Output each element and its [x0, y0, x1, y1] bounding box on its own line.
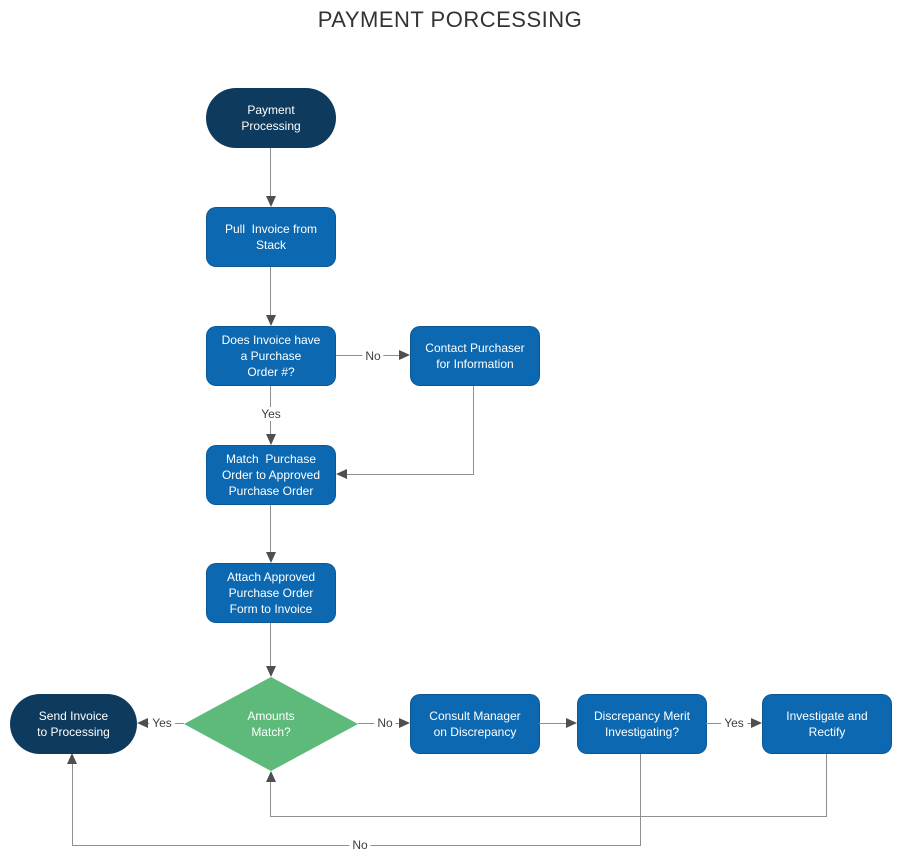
arrowhead-right-icon — [751, 718, 762, 728]
edge-pull-to-haspo — [270, 267, 271, 317]
arrowhead-right-icon — [399, 718, 410, 728]
edge-consult-to-merit — [539, 723, 566, 724]
node-send-invoice-to-processing: Send Invoice to Processing — [10, 694, 137, 754]
node-pull-invoice-from-stack: Pull Invoice from Stack — [206, 207, 336, 267]
arrowhead-down-icon — [266, 196, 276, 207]
node-label: Contact Purchaser for Information — [425, 341, 525, 371]
edge-attach-to-diamond — [270, 623, 271, 668]
node-match-purchase-order: Match Purchase Order to Approved Purchas… — [206, 445, 336, 505]
node-discrepancy-merit-investigating: Discrepancy Merit Investigating? — [577, 694, 707, 754]
arrowhead-down-icon — [266, 315, 276, 326]
node-label: Does Invoice have a Purchase Order #? — [221, 333, 321, 379]
node-label: Payment Processing — [241, 103, 301, 133]
edge-label-yes: Yes — [258, 407, 284, 421]
arrowhead-down-icon — [266, 434, 276, 445]
node-investigate-and-rectify: Investigate and Rectify — [762, 694, 892, 754]
edge-contact-to-match-horizontal — [347, 474, 474, 475]
edge-match-to-attach — [270, 505, 271, 554]
edge-investigate-loop-horizontal — [271, 816, 827, 817]
node-contact-purchaser: Contact Purchaser for Information — [410, 326, 540, 386]
node-consult-manager: Consult Manager on Discrepancy — [410, 694, 540, 754]
node-decision-amounts-match: Amounts Match? — [184, 677, 358, 771]
arrowhead-left-icon — [137, 718, 148, 728]
arrowhead-up-icon — [67, 753, 77, 764]
node-attach-approved-po: Attach Approved Purchase Order Form to I… — [206, 563, 336, 623]
node-label: Match Purchase Order to Approved Purchas… — [221, 452, 321, 498]
node-label: Discrepancy Merit Investigating? — [593, 709, 691, 739]
arrowhead-down-icon — [266, 552, 276, 563]
arrowhead-down-icon — [266, 666, 276, 677]
edge-label-yes: Yes — [721, 716, 747, 730]
edge-label-yes: Yes — [149, 716, 175, 730]
edge-merit-loop-down — [640, 754, 641, 846]
arrowhead-left-icon — [336, 469, 347, 479]
arrowhead-right-icon — [566, 718, 577, 728]
edge-label-no: No — [374, 716, 396, 730]
node-does-invoice-have-po: Does Invoice have a Purchase Order #? — [206, 326, 336, 386]
edge-investigate-loop-up — [270, 782, 271, 817]
edge-investigate-loop-down — [826, 754, 827, 817]
edge-start-to-pull — [270, 148, 271, 198]
node-label: Investigate and Rectify — [786, 709, 868, 739]
arrowhead-right-icon — [399, 350, 410, 360]
node-label: Attach Approved Purchase Order Form to I… — [226, 570, 316, 616]
edge-merit-loop-up — [72, 764, 73, 846]
edge-label-no: No — [362, 349, 384, 363]
edge-contact-to-match-vertical — [473, 386, 474, 475]
arrowhead-up-icon — [266, 771, 276, 782]
edge-label-no: No — [349, 838, 371, 852]
node-label: Send Invoice to Processing — [37, 709, 110, 739]
diagram-title: PAYMENT PORCESSING — [317, 7, 583, 32]
node-start-payment-processing: Payment Processing — [206, 88, 336, 148]
node-label: Pull Invoice from Stack — [224, 222, 318, 252]
node-label: Amounts Match? — [247, 709, 295, 739]
node-label: Consult Manager on Discrepancy — [429, 709, 521, 739]
